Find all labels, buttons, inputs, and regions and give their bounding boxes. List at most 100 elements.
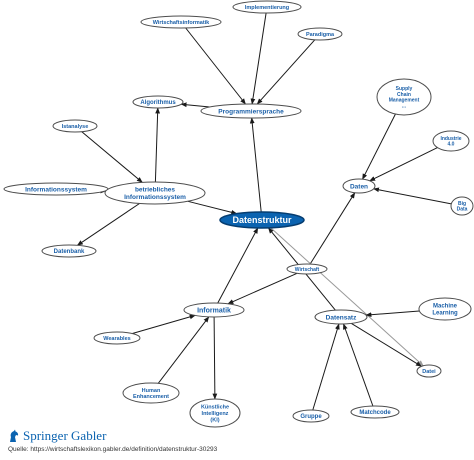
edge-programmiersprache-to-algorithmus: [180, 102, 210, 108]
node-label-datenbank: DatenbankDatenbank: [54, 249, 85, 255]
node-shape-industrie-4-0: [432, 130, 470, 152]
edge-wearables-to-informatik: [132, 314, 196, 334]
node-datenbank[interactable]: DatenbankDatenbank: [41, 244, 97, 258]
node-label-algorithmus: AlgorithmusAlgorithmus: [140, 100, 176, 106]
edge-implementierung-to-programmiersprache: [250, 12, 267, 105]
node-wirtschaftsinformatik[interactable]: WirtschaftsinformatikWirtschaftsinformat…: [140, 15, 222, 29]
brand-name: Springer Gabler: [23, 428, 106, 444]
node-shape-big-data: [450, 196, 474, 216]
node-istanalyse[interactable]: IstanalyseIstanalyse: [52, 119, 98, 133]
node-label-informationssystem: InformationssystemInformationssystem: [25, 186, 87, 193]
node-matchcode[interactable]: MatchcodeMatchcode: [350, 405, 400, 419]
edge-industrie-4-0-to-daten: [369, 147, 438, 182]
node-shape-datenbank: [41, 244, 97, 258]
node-informatik[interactable]: InformatikInformatik: [183, 302, 245, 318]
source-citation: Quelle: https://wirtschaftslexikon.gable…: [8, 446, 218, 453]
edge-wirtschaft-to-informatik: [227, 272, 298, 305]
node-shape-wirtschaftsinformatik: [140, 15, 222, 29]
node-label-datenstruktur: DatenstrukturDatenstruktur: [232, 215, 292, 225]
node-shape-programmiersprache: [200, 103, 302, 119]
node-algorithmus[interactable]: AlgorithmusAlgorithmus: [132, 95, 184, 109]
node-shape-algorithmus: [132, 95, 184, 109]
edge-wirtschaftsinformatik-to-programmiersprache: [185, 27, 246, 105]
edge-datensatz-to-datei: [351, 322, 422, 367]
node-label-wearables: WearablesWearables: [103, 336, 130, 342]
edge-human-enhancement-to-informatik: [157, 316, 210, 384]
footer: Springer Gabler Quelle: https://wirtscha…: [8, 428, 217, 453]
edge-betriebliches-informationssystem-to-datenbank: [76, 203, 140, 246]
node-shape-implementierung: [232, 0, 302, 14]
node-gruppe[interactable]: GruppeGruppe: [292, 409, 330, 423]
edge-betriebliches-informationssystem-to-algorithmus: [154, 107, 161, 183]
node-shape-human-enhancement: [122, 382, 180, 404]
node-datei[interactable]: DateiDatei: [416, 364, 442, 378]
node-shape-wearables: [93, 331, 141, 345]
node-label-wirtschaftsinformatik: WirtschaftsinformatikWirtschaftsinformat…: [153, 20, 210, 26]
node-paradigma[interactable]: ParadigmaParadigma: [297, 27, 343, 41]
node-wearables[interactable]: WearablesWearables: [93, 331, 141, 345]
node-label-gruppe: GruppeGruppe: [300, 414, 322, 420]
node-shape-informatik: [183, 302, 245, 318]
edge-layer: [76, 12, 452, 411]
node-wirtschaft[interactable]: WirtschaftWirtschaft: [286, 263, 328, 275]
edge-datenstruktur-to-datei: [270, 227, 424, 367]
node-datenstruktur[interactable]: DatenstrukturDatenstruktur: [219, 211, 305, 229]
springer-horse-logo-icon: [10, 429, 19, 442]
node-shape-paradigma: [297, 27, 343, 41]
node-shape-daten: [342, 178, 376, 194]
node-shape-istanalyse: [52, 119, 98, 133]
edge-datenstruktur-to-programmiersprache: [249, 117, 262, 213]
node-label-wirtschaft: WirtschaftWirtschaft: [295, 267, 320, 273]
node-shape-machine-learning: [418, 297, 472, 321]
node-shape-matchcode: [350, 405, 400, 419]
node-shape-gruppe: [292, 409, 330, 423]
node-label-matchcode: MatchcodeMatchcode: [359, 410, 391, 416]
node-shape-datensatz: [314, 309, 368, 325]
brand-gabler: Gabler: [71, 428, 107, 443]
node-label-programmiersprache: ProgrammierspracheProgrammiersprache: [218, 108, 284, 115]
edge-paradigma-to-programmiersprache: [256, 39, 316, 105]
brand: Springer Gabler: [8, 428, 217, 444]
node-label-daten: DatenDaten: [350, 183, 368, 190]
node-shape-datei: [416, 364, 442, 378]
node-label-implementierung: ImplementierungImplementierung: [245, 5, 289, 11]
node-daten[interactable]: DatenDaten: [342, 178, 376, 194]
node-shape-supply-chain-management: [376, 78, 432, 116]
node-label-informatik: InformatikInformatik: [197, 307, 231, 314]
edge-informatik-to-datenstruktur: [217, 227, 259, 304]
brand-springer: Springer: [23, 428, 68, 443]
node-shape-betriebliches-informationssystem: [104, 181, 206, 205]
edge-matchcode-to-datensatz: [343, 323, 374, 407]
edge-big-data-to-daten: [373, 187, 452, 205]
node-informationssystem[interactable]: InformationssystemInformationssystem: [3, 182, 109, 196]
node-programmiersprache[interactable]: ProgrammierspracheProgrammiersprache: [200, 103, 302, 119]
node-label-paradigma: ParadigmaParadigma: [306, 32, 335, 38]
edge-machine-learning-to-datensatz: [365, 310, 420, 318]
edge-informatik-to-kuenstliche-intelligenz: [212, 316, 218, 400]
edge-betriebliches-informationssystem-to-datenstruktur: [187, 200, 238, 215]
node-shape-datenstruktur: [219, 211, 305, 229]
node-implementierung[interactable]: ImplementierungImplementierung: [232, 0, 302, 14]
node-datensatz[interactable]: DatensatzDatensatz: [314, 309, 368, 325]
node-shape-kuenstliche-intelligenz: [189, 398, 241, 428]
edge-gruppe-to-datensatz: [312, 323, 340, 411]
node-layer: DatenstrukturDatenstruktur Wirtschaftsinf…: [3, 0, 474, 428]
node-label-datensatz: DatensatzDatensatz: [326, 314, 357, 321]
edge-istanalyse-to-betriebliches-informationssystem: [81, 131, 143, 183]
node-label-istanalyse: IstanalyseIstanalyse: [62, 124, 89, 130]
